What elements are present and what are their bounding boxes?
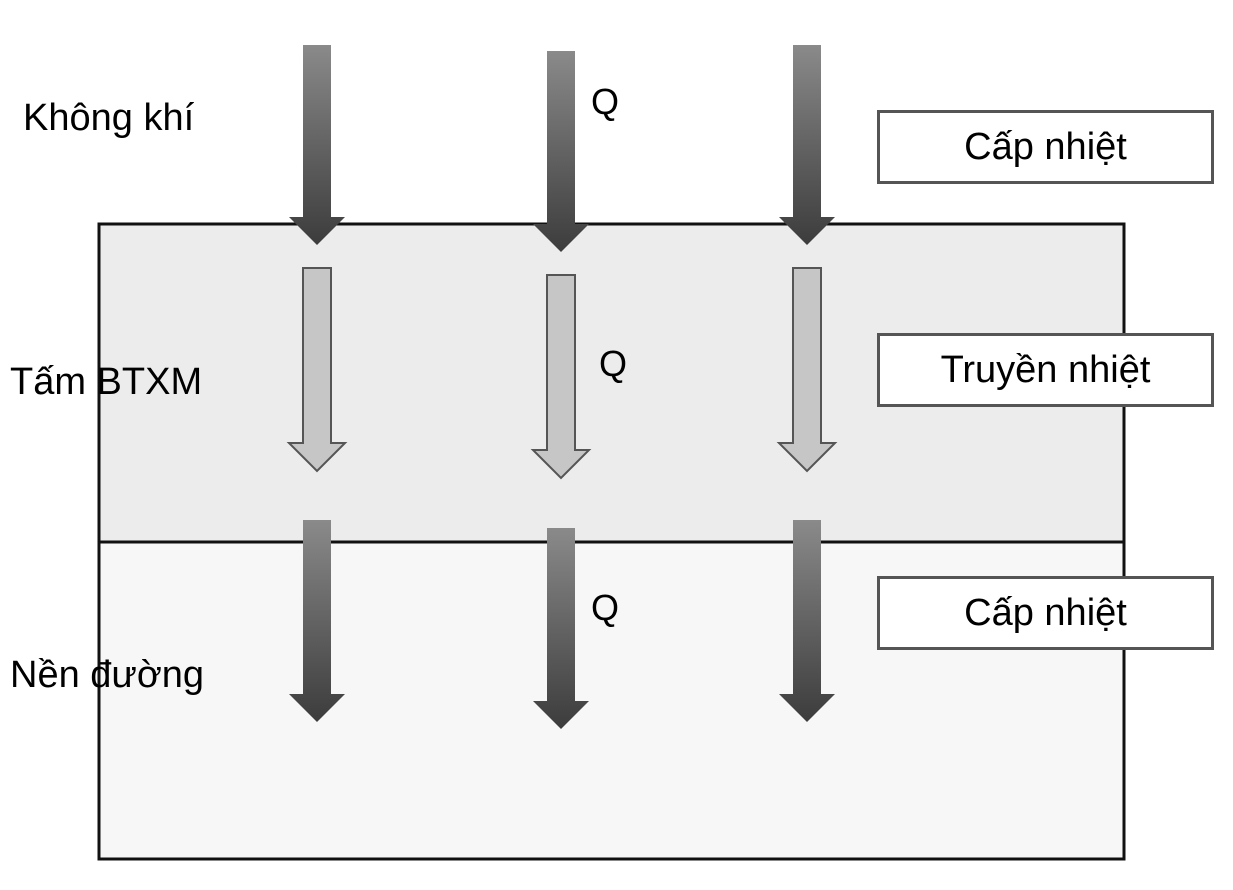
layer-label-subgrade: Nền đường bbox=[10, 654, 205, 696]
heat-arrow-down-icon bbox=[533, 51, 589, 252]
conduction-arrow-down-icon bbox=[776, 267, 838, 473]
conduction-arrow-down-icon bbox=[286, 267, 348, 473]
process-label-top: Cấp nhiệt bbox=[964, 125, 1127, 168]
layer-label-slab: Tấm BTXM bbox=[10, 361, 203, 403]
layer-label-air: Không khí bbox=[23, 97, 195, 139]
process-box-top: Cấp nhiệt bbox=[877, 110, 1214, 184]
process-label-bottom: Cấp nhiệt bbox=[964, 591, 1127, 634]
heat-flux-label: Q bbox=[591, 81, 620, 122]
heat-arrow-down-icon bbox=[289, 45, 345, 245]
heat-flux-label: Q bbox=[591, 587, 620, 628]
heat-arrow-down-icon bbox=[533, 528, 589, 729]
process-box-bottom: Cấp nhiệt bbox=[877, 576, 1214, 650]
conduction-arrow-down-icon bbox=[530, 274, 592, 480]
process-label-middle: Truyền nhiệt bbox=[940, 348, 1151, 391]
process-box-middle: Truyền nhiệt bbox=[877, 333, 1214, 407]
heat-flux-label: Q bbox=[599, 343, 628, 384]
heat-arrow-down-icon bbox=[779, 45, 835, 245]
heat-arrow-down-icon bbox=[289, 520, 345, 722]
heat-arrow-down-icon bbox=[779, 520, 835, 722]
